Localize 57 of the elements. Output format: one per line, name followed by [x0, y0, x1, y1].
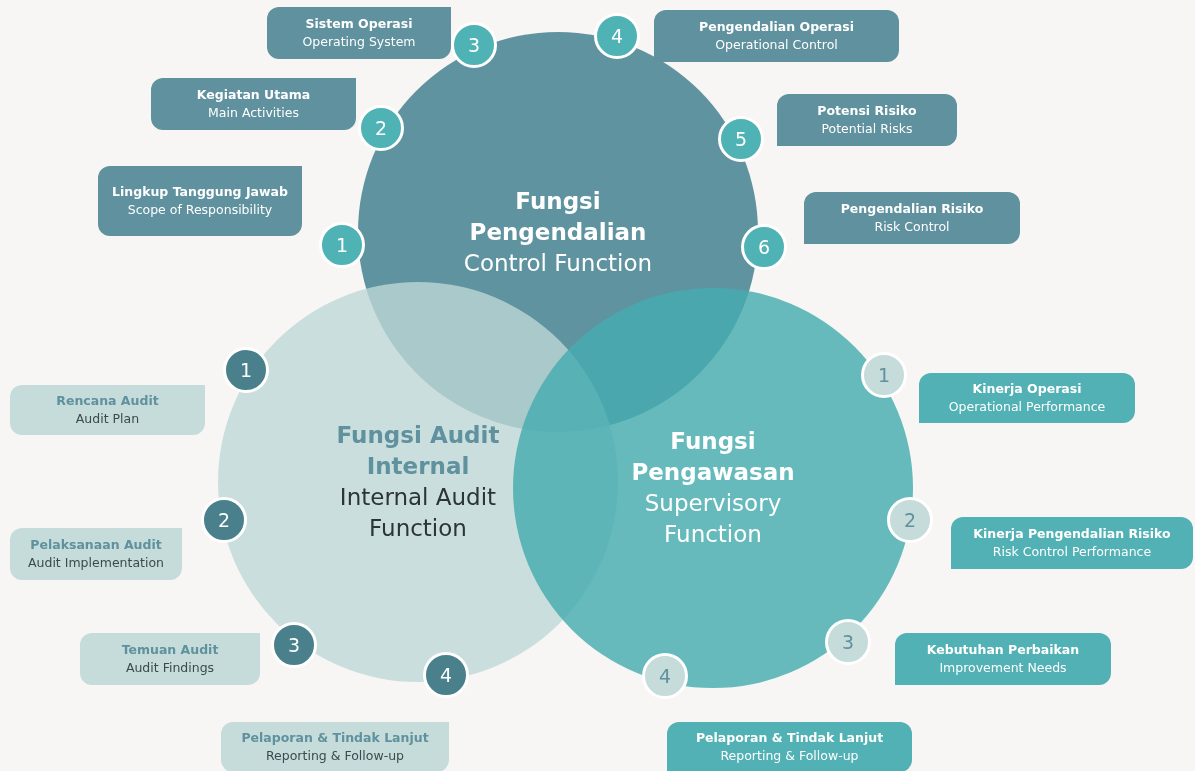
card-subtitle: Risk Control [874, 218, 950, 236]
card-title: Pelaporan & Tindak Lanjut [695, 729, 884, 747]
card-subtitle: Scope of Responsibility [127, 201, 273, 219]
label-card [267, 7, 451, 59]
card-title: Lingkup Tanggung Jawab [112, 183, 288, 201]
label-card [667, 722, 912, 771]
card-subtitle: Main Activities [208, 104, 299, 122]
card-title: Kinerja Operasi [972, 380, 1082, 398]
card-title: Temuan Audit [121, 641, 219, 659]
circle-subtitle: Control Function [463, 248, 653, 278]
number-badge: 4 [423, 652, 469, 698]
label-card [80, 633, 260, 685]
circle-title: Fungsi Audit Internal [335, 421, 501, 481]
card-title: Pelaksanaan Audit [30, 536, 162, 554]
label-card [654, 10, 899, 62]
label-card [98, 166, 302, 236]
card-title: Kinerja Pengendalian Risiko [973, 525, 1171, 543]
card-subtitle: Audit Implementation [28, 554, 164, 572]
card-title: Kebutuhan Perbaikan [926, 641, 1080, 659]
card-subtitle: Audit Findings [125, 659, 215, 677]
number-badge: 5 [718, 116, 764, 162]
card-title: Pengendalian Risiko [840, 200, 984, 218]
card-title: Pengendalian Operasi [699, 18, 854, 36]
label-card [951, 517, 1193, 569]
number-badge: 1 [319, 222, 365, 268]
label-card [919, 373, 1135, 423]
card-subtitle: Reporting & Follow-up [265, 747, 404, 765]
card-subtitle: Audit Plan [75, 410, 140, 428]
circle-subtitle: Supervisory Function [643, 489, 783, 549]
label-card [151, 78, 356, 130]
circle-title: Fungsi Pengendalian [468, 186, 648, 247]
card-title: Pelaporan & Tindak Lanjut [241, 729, 429, 747]
card-subtitle: Operational Control [715, 36, 838, 54]
label-card [10, 528, 182, 580]
number-badge: 2 [201, 497, 247, 543]
label-card [221, 722, 449, 771]
label-card [804, 192, 1020, 244]
number-badge: 6 [741, 224, 787, 270]
card-subtitle: Operating System [302, 33, 416, 51]
number-badge: 3 [451, 22, 497, 68]
number-badge: 4 [594, 13, 640, 59]
card-title: Rencana Audit [56, 392, 159, 410]
card-subtitle: Reporting & Follow-up [720, 747, 859, 765]
number-badge: 2 [887, 497, 933, 543]
card-subtitle: Improvement Needs [939, 659, 1067, 677]
label-card [777, 94, 957, 146]
card-title: Sistem Operasi [305, 15, 413, 33]
label-card [895, 633, 1111, 685]
label-card [10, 385, 205, 435]
card-title: Potensi Risiko [817, 102, 917, 120]
card-title: Kegiatan Utama [196, 86, 311, 104]
card-subtitle: Operational Performance [948, 398, 1106, 416]
card-subtitle: Potential Risks [821, 120, 913, 138]
number-badge: 4 [642, 653, 688, 699]
circle-subtitle: Internal Audit Function [338, 483, 498, 543]
circle-title: Fungsi Pengawasan [630, 427, 796, 487]
card-subtitle: Risk Control Performance [992, 543, 1152, 561]
